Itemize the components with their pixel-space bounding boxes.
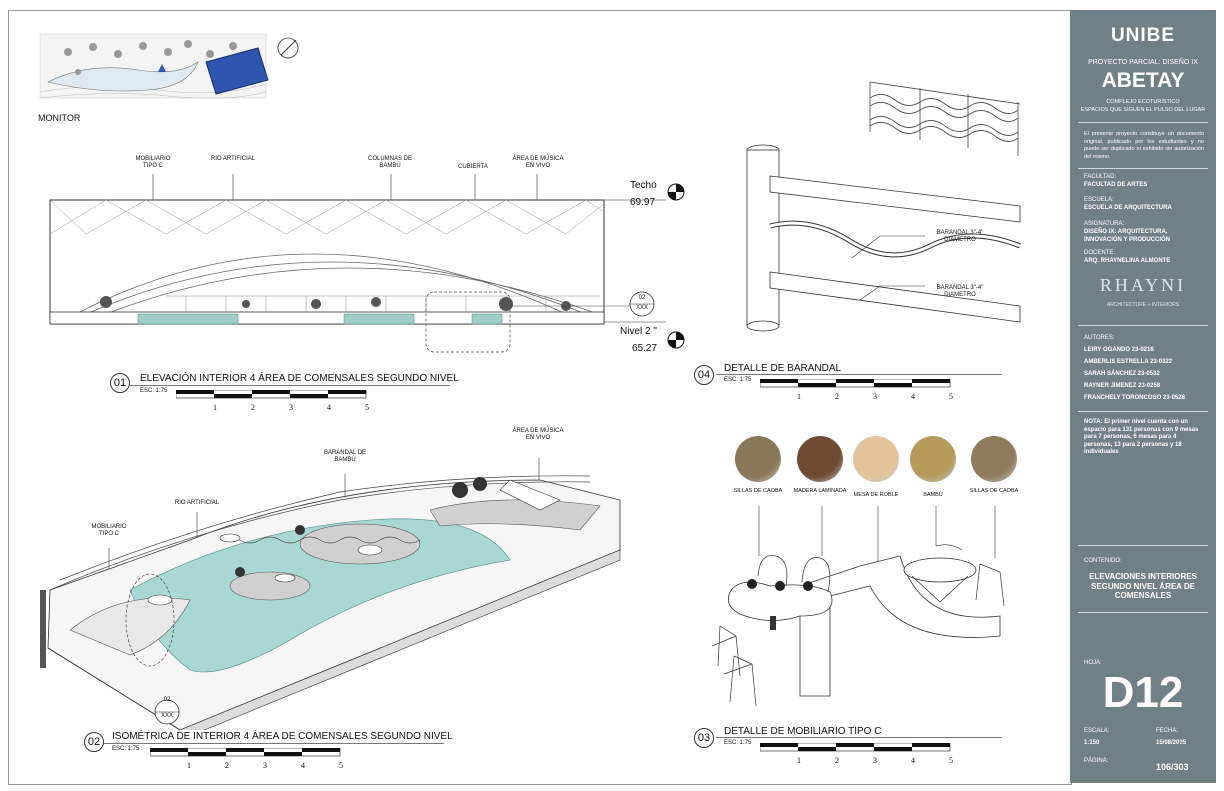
material-name: BAMBÚ: [923, 492, 943, 498]
drawing-scale: ESC: 1:75: [724, 740, 752, 746]
university-logo: UNIBE: [1110, 25, 1176, 46]
elev-label-cubierta: CUBIERTA: [458, 164, 488, 170]
brand-logo: RHAYNI: [1099, 275, 1187, 295]
iso-callout-num: 02: [163, 697, 171, 703]
material-name: SILLAS DE CAOBA: [969, 488, 1019, 494]
material-swatch-roble: [853, 436, 899, 482]
asignatura: DISEÑO IX: ARQUITECTURA, INNOVACIÓN Y PR…: [1084, 229, 1171, 243]
project-subtitle: COMPLEJO ECOTURÍSTICO: [1106, 99, 1180, 105]
material-swatch-caoba-2: [971, 436, 1017, 482]
iso-label-mobiliario: MOBILIARIO TIPO C: [91, 524, 127, 537]
author: RAYNER JIMENEZ 23-0258: [1084, 383, 1161, 389]
railing-label-1: BARANDAL 3"-4" DIAMETRO: [936, 230, 984, 243]
escuela: ESCUELA DE ARQUITECTURA: [1084, 205, 1172, 211]
author: LEIRY OGANDO 23-0216: [1084, 347, 1154, 353]
author: FRANCHELY TORONCOSO 23-0528: [1084, 395, 1185, 401]
key-plan: [39, 33, 299, 99]
author: AMBERLIS ESTRELLA 23-0322: [1084, 359, 1173, 365]
elev-label-columnas: COLUMNAS DE BAMBÚ: [367, 156, 412, 169]
scale-bar-04: [760, 379, 951, 388]
furniture-detail-drawing: [711, 506, 1005, 707]
capacity-note: NOTA: El primer nivel cuenta con un espa…: [1084, 419, 1199, 455]
railing-detail-drawing: [746, 81, 1021, 332]
north-arrow-icon: [277, 37, 299, 59]
iso-label-barandal: BARANDAL DE BAMBÚ: [323, 450, 367, 463]
title-block: UNIBE PROYECTO PARCIAL: DISEÑO IX ABETAY…: [1070, 10, 1216, 783]
elev-label-rio: RIO ARTIFICIAL: [210, 156, 256, 162]
nivel-value: 65.27: [632, 343, 658, 354]
project-name: ABETAY: [1101, 69, 1185, 92]
scale-bar-01: [176, 390, 367, 399]
page-number: 106/303: [1156, 762, 1189, 772]
level-marker-techo-icon: [667, 183, 685, 201]
drawing-title: DETALLE DE BARANDAL: [724, 363, 842, 374]
drawing-title: ELEVACIÓN INTERIOR 4 ÁREA DE COMENSALES …: [140, 373, 459, 384]
scale-bar-02: [150, 748, 341, 757]
drawing-number: 02: [84, 732, 104, 752]
techo-label: Techo: [630, 180, 657, 191]
brand-subtitle: ARCHITECTURE + INTERIORS: [1106, 302, 1180, 308]
iso-callout-ref: XXX: [160, 713, 173, 719]
sheet-number: D12: [1102, 668, 1184, 717]
monitor-label: MONITOR: [38, 113, 81, 123]
material-swatch-bambu: [910, 436, 956, 482]
material-swatch-caoba: [735, 436, 781, 482]
elev-label-musica: ÁREA DE MÚSICA EN VIVO: [512, 156, 564, 169]
drawing-number: 03: [694, 728, 714, 748]
isometric-drawing: [40, 458, 621, 730]
project-kind: PROYECTO PARCIAL: DISEÑO IX: [1088, 59, 1198, 66]
drawing-scale: ESC: 1:75: [112, 746, 140, 752]
drawing-scale: ESC: 1:75: [140, 388, 168, 394]
elev-callout-num: 02: [638, 295, 646, 301]
sheet-contents: ELEVACIONES INTERIORES SEGUNDO NIVEL ÁRE…: [1089, 572, 1197, 600]
nivel-label: Nivel 2 ": [620, 326, 657, 337]
project-subtitle-2: ESPACIOS QUE SIGUEN EL PULSO DEL LUGAR: [1080, 107, 1206, 113]
drawing-scale: ESC: 1:75: [724, 377, 752, 383]
drawing-number: 04: [694, 365, 714, 385]
material-name: MESA DE ROBLE: [853, 492, 899, 498]
facultad: FACULTAD DE ARTES: [1084, 182, 1148, 188]
techo-value: 69.97: [630, 197, 656, 208]
material-name: MADERA LAMINADA: [793, 488, 847, 494]
elev-callout-ref: XXX: [635, 305, 648, 311]
iso-label-rio: RIO ARTIFICIAL: [174, 500, 220, 506]
date-value: 15/08/2025: [1156, 740, 1187, 746]
level-marker-nivel-icon: [667, 331, 685, 349]
author: SARAH SÁNCHEZ 23-0532: [1084, 371, 1160, 377]
drawing-title: DETALLE DE MOBILIARIO TIPO C: [724, 726, 882, 737]
material-swatch-madera: [797, 436, 843, 482]
scale-bar-03: [760, 743, 951, 752]
elev-label-mobiliario: MOBILIARIO TIPO C: [135, 156, 171, 169]
material-name: SILLAS DE CAOBA: [733, 488, 783, 494]
drawing-title: ISOMÉTRICA DE INTERIOR 4 ÁREA DE COMENSA…: [112, 731, 453, 742]
docente: ARQ. RHAYNELINA ALMONTE: [1084, 258, 1171, 264]
disclaimer: El presente proyecto constituye un docum…: [1084, 131, 1204, 160]
scale-value: 1:150: [1084, 740, 1100, 746]
interior-elevation-drawing: [49, 174, 685, 353]
iso-label-musica: ÁREA DE MÚSICA EN VIVO: [512, 428, 564, 441]
drawing-number: 01: [110, 373, 130, 393]
railing-label-2: BARANDAL 3"-4" DIAMETRO: [936, 285, 984, 298]
